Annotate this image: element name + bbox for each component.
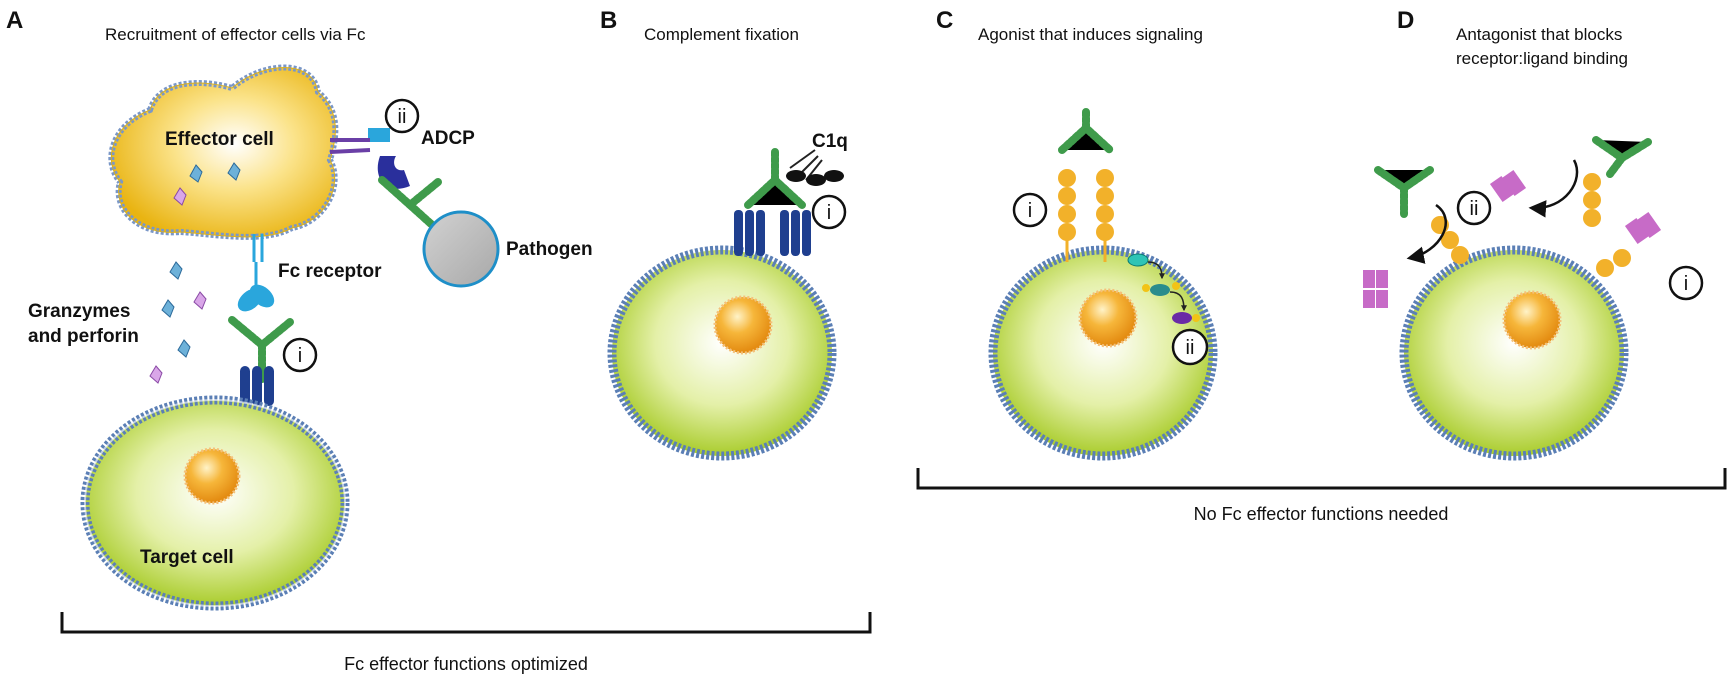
adcp-label: ADCP <box>421 128 475 149</box>
c-nucleus <box>1078 288 1138 348</box>
panel-d-letter: D <box>1397 7 1414 34</box>
granzymes-label-line1: Granzymes <box>28 301 130 322</box>
marker-i-d <box>1668 265 1704 301</box>
d-ligands <box>1363 169 1662 308</box>
panel-a-title: Recruitment of effector cells via Fc <box>105 25 366 44</box>
fc-receptor <box>237 234 275 312</box>
marker-i-a <box>282 337 318 373</box>
marker-ii-c <box>1171 328 1209 366</box>
panel-b-title: Complement fixation <box>644 25 799 44</box>
d-arrow-right <box>1528 159 1579 218</box>
marker-ii-d <box>1456 190 1492 226</box>
b-nucleus <box>713 295 773 355</box>
bracket-not-needed <box>916 468 1727 490</box>
effector-cell <box>108 64 339 240</box>
fc-receptor-label: Fc receptor <box>278 261 382 282</box>
effector-cell-label: Effector cell <box>165 129 274 150</box>
d-receptors <box>1431 173 1631 277</box>
b-antibody <box>744 148 806 209</box>
marker-ii-d-text: ii <box>1470 198 1479 220</box>
b-cell <box>607 245 837 461</box>
adcp-receptor <box>329 128 410 189</box>
d-nucleus <box>1502 290 1562 350</box>
c-receptors <box>1058 169 1114 262</box>
granzymes-released <box>149 261 207 384</box>
marker-i-b-text: i <box>827 202 831 224</box>
pathogen <box>422 210 500 288</box>
c-signaling <box>1127 253 1200 324</box>
target-cell-label: Target cell <box>140 547 234 568</box>
b-receptors <box>734 210 811 256</box>
panel-c-letter: C <box>936 7 953 34</box>
d-antibodies <box>1374 136 1652 218</box>
marker-i-d-text: i <box>1684 273 1688 295</box>
panel-d-title-line1: Antagonist that blocks <box>1456 25 1622 44</box>
marker-i-c <box>1012 192 1048 228</box>
bracket-not-needed-label: No Fc effector functions needed <box>1194 504 1449 524</box>
antibody-adcp <box>378 176 444 236</box>
marker-ii-a <box>384 98 420 134</box>
bracket-optimized-label: Fc effector functions optimized <box>344 654 588 674</box>
panel-d-title-line2: receptor:ligand binding <box>1456 49 1628 68</box>
marker-ii-a-text: ii <box>398 106 407 128</box>
granzymes-label-line2: and perforin <box>28 326 139 347</box>
d-arrow-left <box>1406 203 1447 264</box>
target-nucleus <box>183 447 241 505</box>
marker-i-c-text: i <box>1028 200 1032 222</box>
marker-i-b <box>811 194 847 230</box>
panel-a-letter: A <box>6 7 23 34</box>
c1q <box>786 149 844 186</box>
c1q-label: C1q <box>812 131 848 152</box>
target-cell <box>80 395 350 611</box>
c-antibody <box>1058 108 1114 154</box>
marker-ii-c-text: ii <box>1186 337 1195 359</box>
panel-b-letter: B <box>600 7 617 34</box>
panel-c-title: Agonist that induces signaling <box>978 25 1203 44</box>
target-receptor-a <box>240 366 274 406</box>
granzyme-crystals-inside <box>173 162 241 206</box>
bracket-optimized <box>60 612 872 634</box>
marker-i-a-text: i <box>298 345 302 367</box>
d-cell <box>1399 245 1629 461</box>
pathogen-label: Pathogen <box>506 239 593 260</box>
c-cell <box>988 245 1218 461</box>
